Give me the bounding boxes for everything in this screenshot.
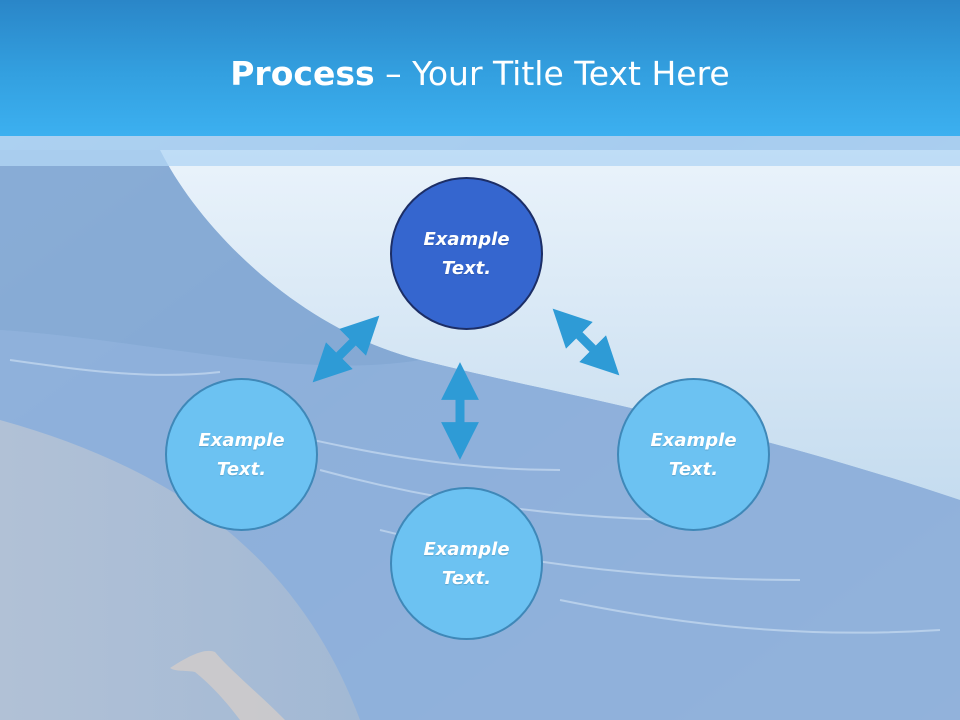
node-left: Example Text. <box>165 378 318 531</box>
node-top-text: Example Text. <box>423 228 510 279</box>
title-bar <box>0 0 960 136</box>
arrow-top-left <box>312 315 380 383</box>
title-strip <box>0 136 960 166</box>
arrow-top-right <box>552 308 620 376</box>
title-bold: Process <box>230 54 375 93</box>
node-right-text: Example Text. <box>650 429 737 480</box>
node-bottom: Example Text. <box>390 487 543 640</box>
node-top: Example Text. <box>390 177 543 330</box>
node-bottom-text: Example Text. <box>423 538 510 589</box>
slide-title: Process – Your Title Text Here <box>0 52 960 96</box>
title-rest: – Your Title Text Here <box>374 54 730 93</box>
node-left-text: Example Text. <box>198 429 285 480</box>
node-right: Example Text. <box>617 378 770 531</box>
